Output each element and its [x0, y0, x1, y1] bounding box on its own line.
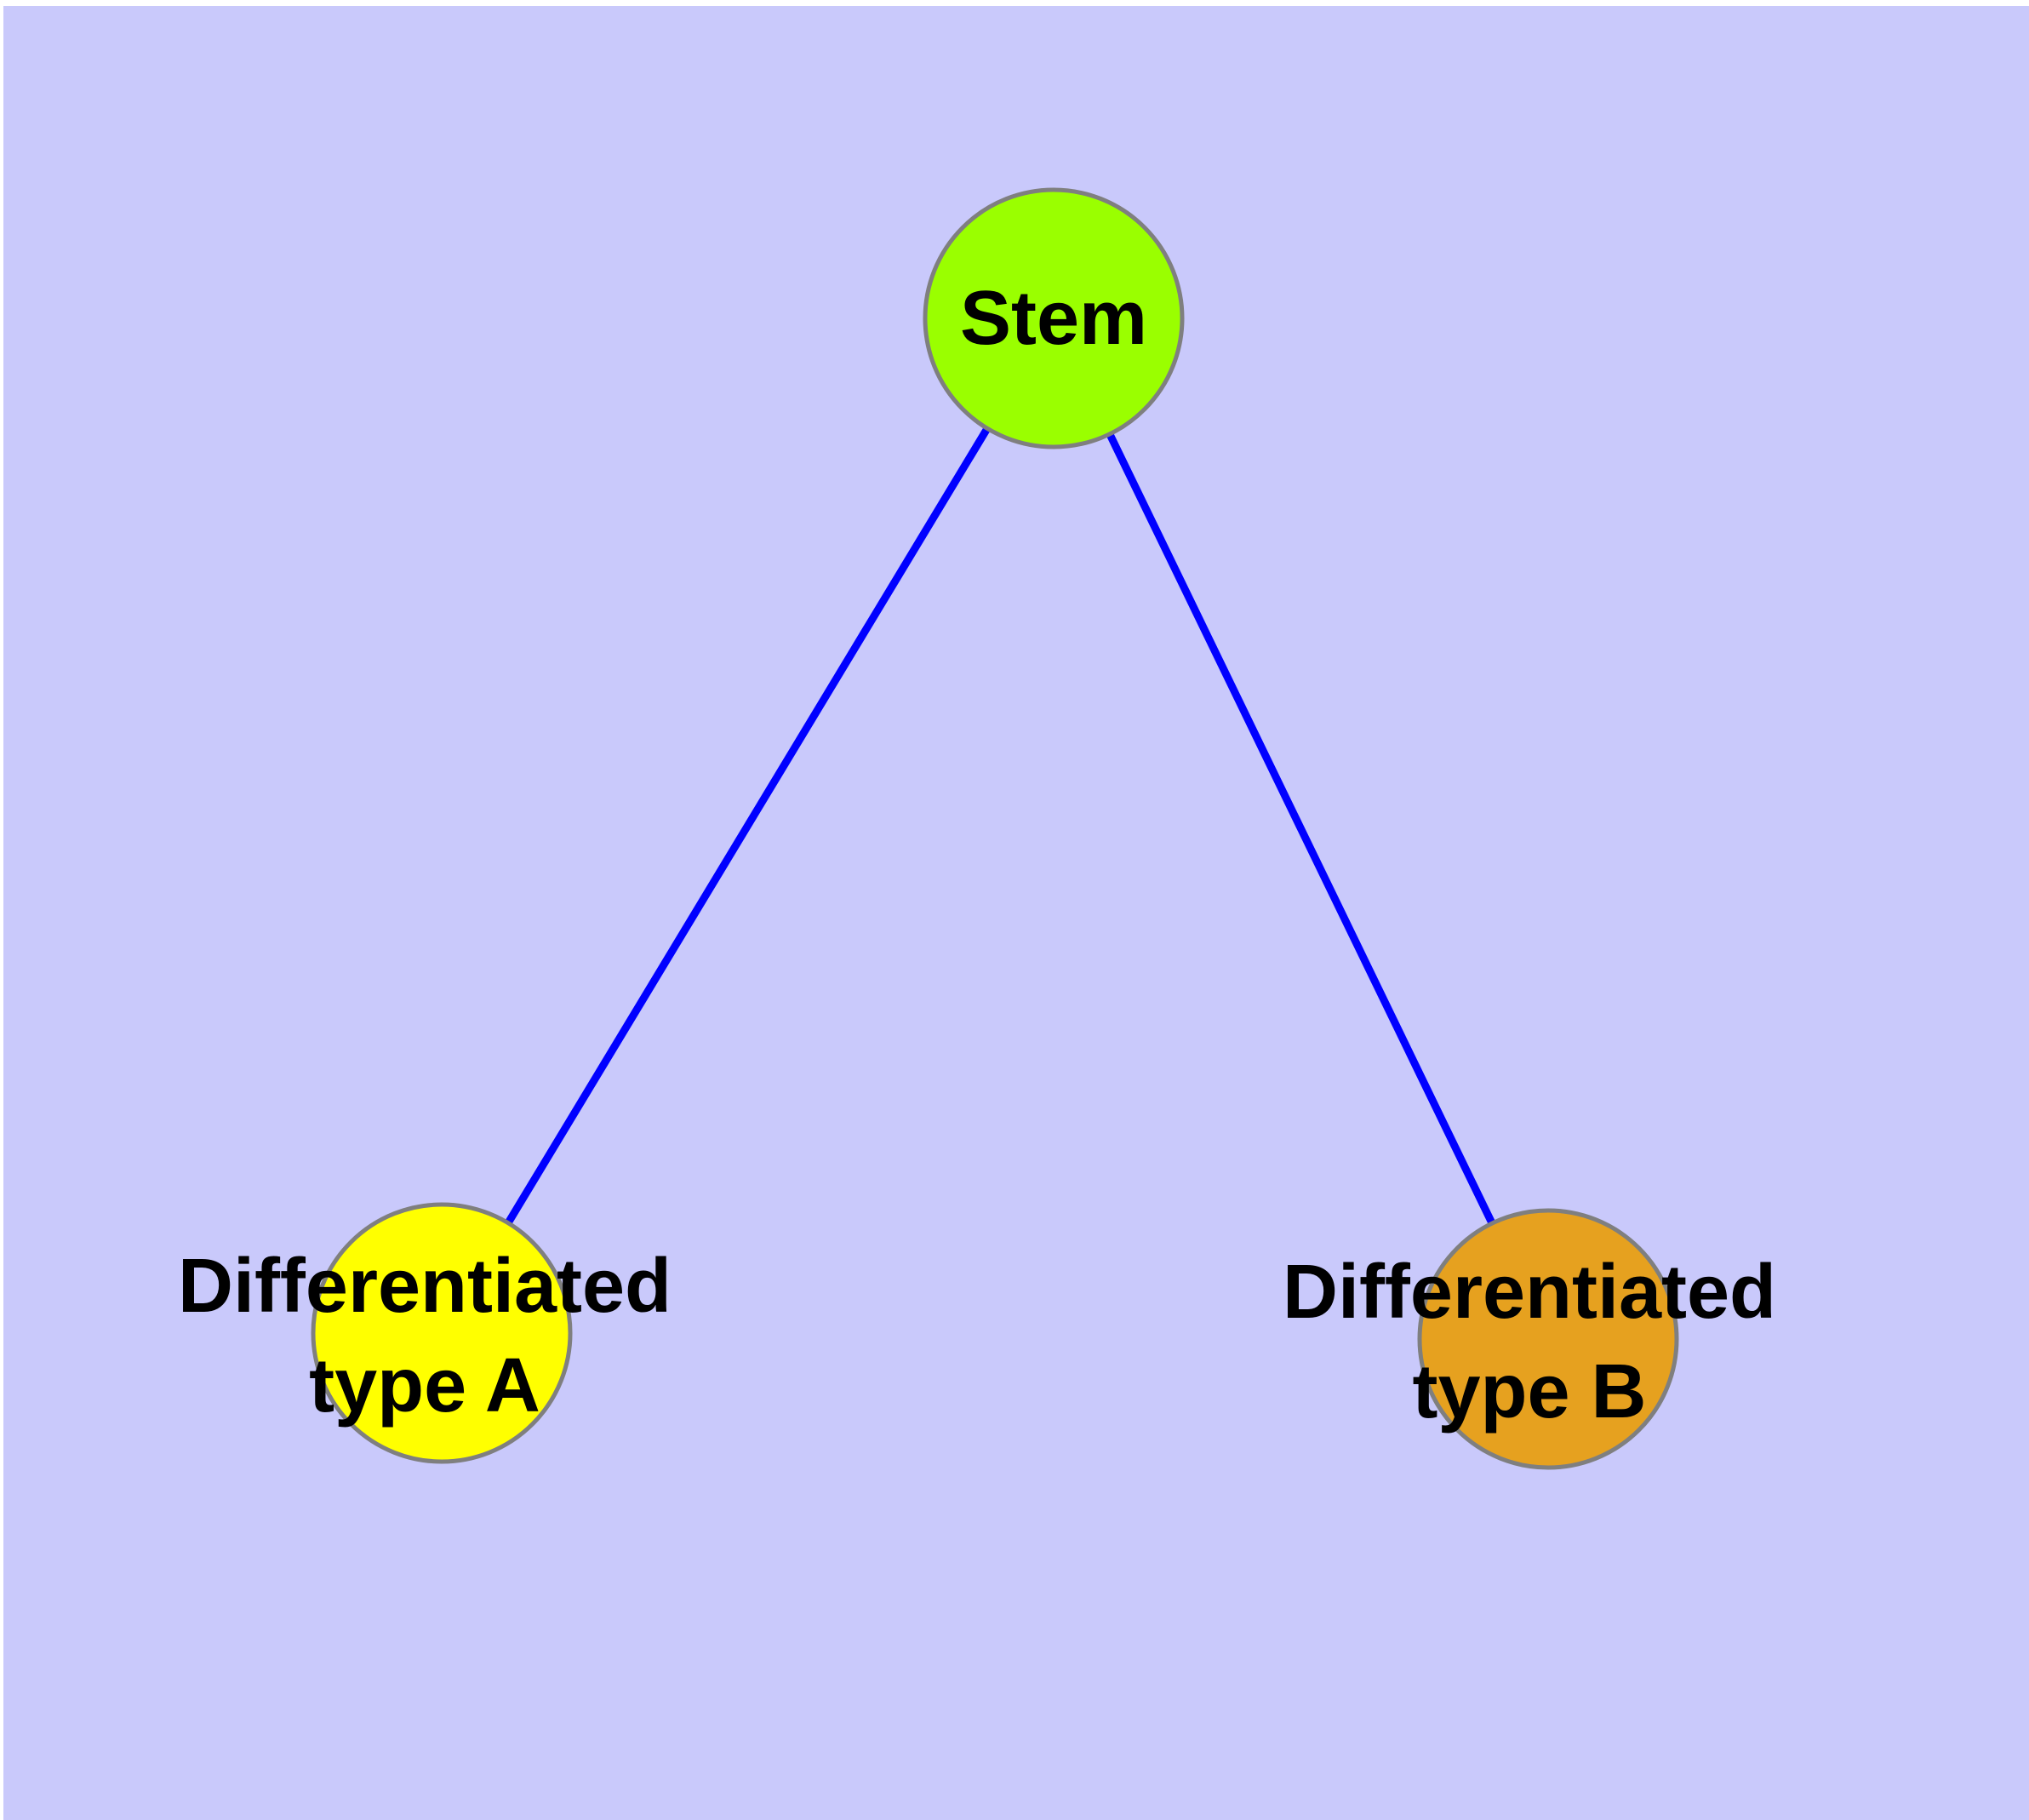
node-type-a-circle — [311, 1202, 573, 1464]
node-stem-label: Stem — [960, 276, 1147, 361]
node-type-b-label-line2: type B — [1412, 1349, 1646, 1434]
node-type-b-label-line1: Differentiated — [1283, 1250, 1776, 1335]
node-stem-circle — [923, 187, 1185, 449]
node-type-a-label-line2: type A — [309, 1343, 540, 1428]
node-type-a-label-line1: Differentiated — [178, 1244, 672, 1329]
edge-stem-to-type-a — [438, 316, 1057, 1336]
node-type-b-circle — [1417, 1208, 1679, 1470]
edge-stem-to-type-b — [1049, 317, 1552, 1341]
